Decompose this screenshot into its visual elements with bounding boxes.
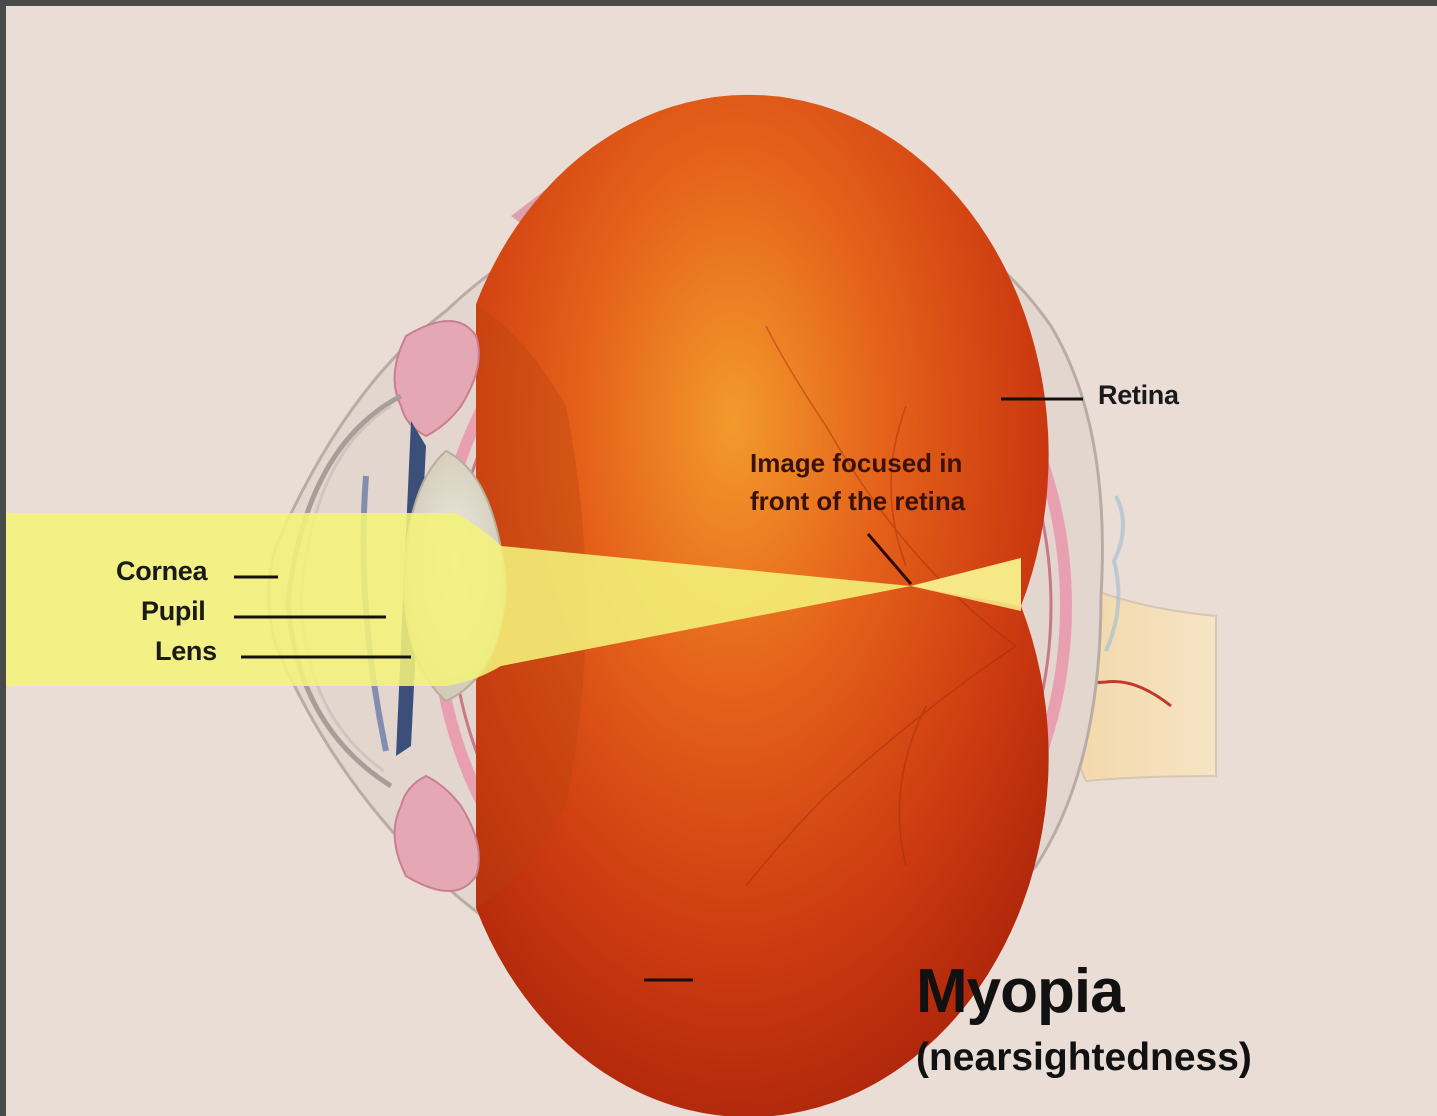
diagram-title: Myopia xyxy=(916,956,1124,1027)
focus-annotation: Image focused in front of the retina xyxy=(750,444,965,520)
diagram-subtitle: (nearsightedness) xyxy=(916,1036,1252,1080)
cornea-label: Cornea xyxy=(116,556,207,587)
retina-label: Retina xyxy=(1098,380,1179,411)
eye-diagram xyxy=(6,6,1437,1116)
diagram-frame: Cornea Pupil Lens Retina Image focused i… xyxy=(6,6,1437,1116)
pupil-label: Pupil xyxy=(141,596,206,627)
lens-label: Lens xyxy=(155,636,217,667)
focus-annotation-line2: front of the retina xyxy=(750,482,965,520)
focus-annotation-line1: Image focused in xyxy=(750,444,965,482)
